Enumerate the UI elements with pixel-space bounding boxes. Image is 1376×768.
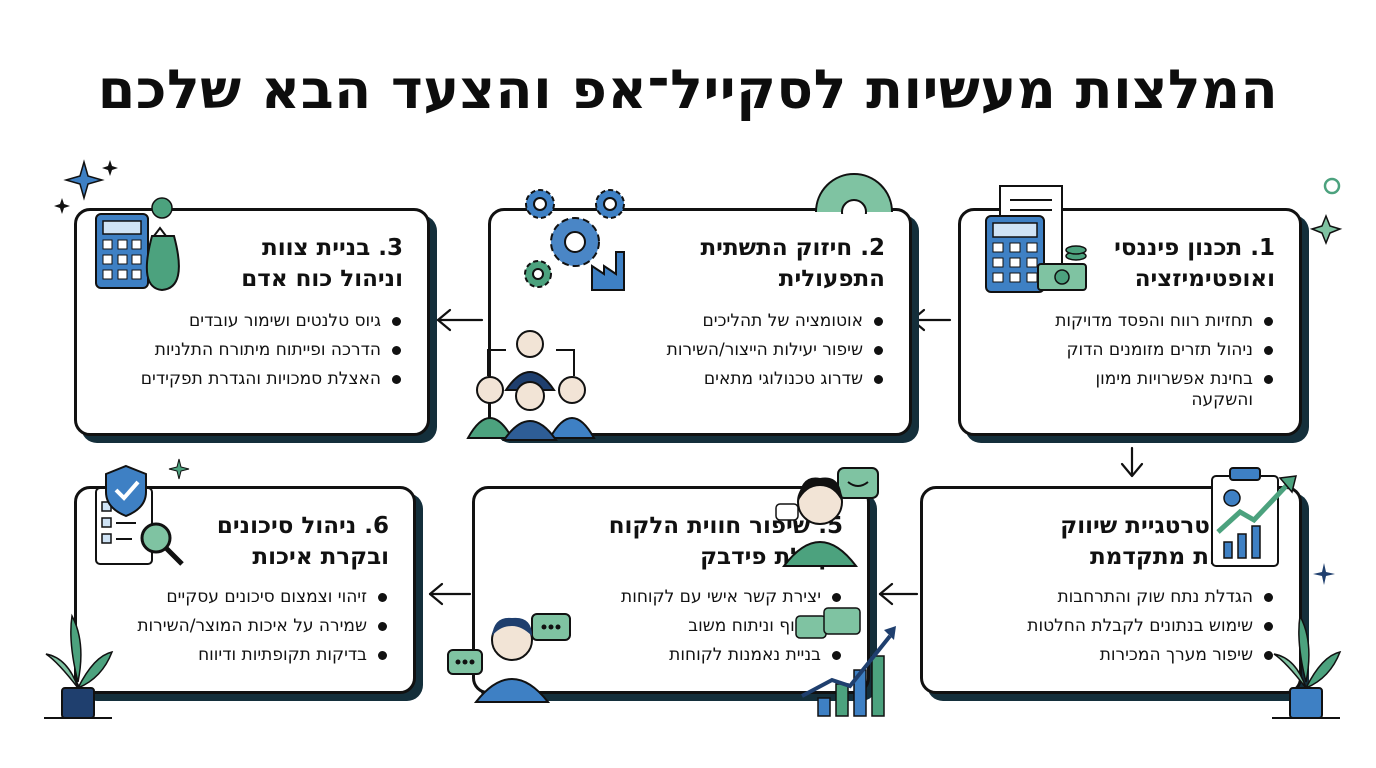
list-item: שיפור מערך המכירות	[957, 645, 1277, 666]
calculator-money-icon	[985, 185, 1087, 293]
customer-feedback-icon	[775, 467, 879, 567]
calculator-moneybag-icon	[95, 197, 180, 292]
sparkle-icon	[1309, 177, 1343, 246]
list-item: בניית נאמנות לקוחות	[565, 645, 845, 666]
card-2-bullets: אוטומציה של תהליכים שיפור יעילות הייצור/…	[617, 311, 887, 398]
list-item: שמירה על איכות המוצר/השירות	[91, 616, 391, 637]
card-customer-experience: 5. שיפור חווית הלקוח וקבלת פידבק יצירת ק…	[472, 486, 870, 694]
plant-right-icon	[1272, 613, 1342, 719]
arrow-1-to-2-icon	[910, 308, 952, 332]
list-item: שיפור יעילות הייצור/השירות	[617, 340, 887, 361]
card-1-title: 1. תכנון פיננסי ואופטימיזציה	[1114, 235, 1275, 292]
plant-icon	[44, 613, 114, 719]
card-5-bullets: יצירת קשר אישי עם לקוחות איסוף וניתוח מש…	[565, 587, 845, 674]
card-6-title: 6. ניהול סיכונים ובקרת איכות	[216, 513, 389, 570]
arrow-2-to-3-icon	[436, 308, 484, 332]
team-icon	[466, 330, 596, 441]
list-item: זיהוי וצמצום סיכונים עסקיים	[91, 587, 391, 608]
list-item: שדרוג טכנולוגי מתאים	[617, 369, 887, 390]
shield-checklist-icon	[95, 464, 184, 566]
card-1-bullets: תחזיות רווח והפסד מדויקות ניהול תזרים מז…	[1007, 311, 1277, 419]
list-item: בדיקות תקופתיות ודיווח	[91, 645, 391, 666]
list-item: האצלת סמכויות והגדרת תפקידים	[105, 369, 405, 390]
list-item: יצירת קשר אישי עם לקוחות	[565, 587, 845, 608]
list-item: תחזיות רווח והפסד מדויקות	[1007, 311, 1277, 332]
sparkles-icon	[54, 159, 118, 214]
card-4-bullets: הגדלת נתח שוק והתרחבות שימוש בנתונים לקב…	[957, 587, 1277, 674]
list-item: שימוש בנתונים לקבלת החלטות	[957, 616, 1277, 637]
growth-bars-icon	[795, 607, 896, 717]
growth-chart-icon	[1211, 467, 1297, 567]
page-title: המלצות מעשיות לסקייל־אפ והצעד הבא שלכם	[97, 58, 1279, 121]
star-small-icon	[1313, 563, 1335, 585]
card-3-title: 3. בניית צוות וניהול כוח אדם	[241, 235, 403, 292]
card-6-bullets: זיהוי וצמצום סיכונים עסקיים שמירה על איכ…	[91, 587, 391, 674]
support-person-icon	[447, 613, 571, 703]
sparkle-small-icon	[168, 458, 190, 480]
list-item: אוטומציה של תהליכים	[617, 311, 887, 332]
list-item: ניהול תזרים מזומנים הדוק	[1007, 340, 1277, 361]
list-item: הגדלת נתח שוק והתרחבות	[957, 587, 1277, 608]
gear-outline-icon	[815, 173, 893, 214]
arrow-4-to-5-icon	[878, 582, 919, 606]
card-2-title: 2. חיזוק התשתית התפעולית	[700, 235, 885, 292]
list-item: גיוס טלנטים ושימור עובדים	[105, 311, 405, 332]
list-item: הדרכה ופייתוח מיתורח התלניות	[105, 340, 405, 361]
arrow-1-to-4-icon	[1120, 446, 1144, 478]
arrow-5-to-6-icon	[428, 582, 472, 606]
list-item: בחינת אפשרויות מימון והשקעה	[1073, 369, 1277, 411]
gears-factory-icon	[524, 189, 625, 291]
card-3-bullets: גיוס טלנטים ושימור עובדים הדרכה ופייתוח …	[105, 311, 405, 398]
